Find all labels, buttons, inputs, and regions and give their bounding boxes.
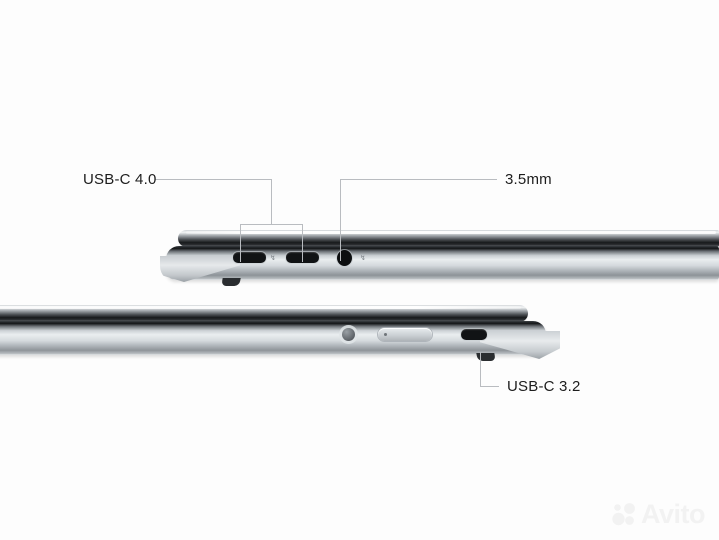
usb-c-port-icon-3 xyxy=(461,329,487,340)
lower-laptop-base xyxy=(0,321,546,355)
annotation-label-usbc32: USB-C 3.2 xyxy=(507,378,581,395)
port-marking-icon-1: ↯ xyxy=(270,255,276,262)
leader-line-usbc32-vertical xyxy=(480,352,481,386)
annotation-label-35mm: 3.5mm xyxy=(505,171,552,188)
avito-logo-icon xyxy=(612,502,635,525)
lower-laptop-lid-highlight xyxy=(0,306,521,309)
upper-laptop-base xyxy=(166,246,719,280)
port-marking-icon-2: ↯ xyxy=(360,255,366,262)
avito-watermark: Avito xyxy=(611,499,706,529)
leader-line-35mm-vertical xyxy=(340,179,341,261)
leader-line-35mm-horizontal xyxy=(340,179,497,180)
slot-control-icon xyxy=(378,328,432,341)
slot-control-indicator-icon xyxy=(384,333,387,336)
usb-c-port-icon-1 xyxy=(233,252,266,263)
leader-bracket-usbc40-top xyxy=(240,224,303,225)
leader-bracket-usbc40-right xyxy=(302,224,303,262)
round-control-icon xyxy=(342,328,355,341)
upper-laptop-rubber-foot xyxy=(221,278,241,286)
lower-laptop xyxy=(0,305,560,369)
avito-watermark-text: Avito xyxy=(641,499,706,529)
leader-line-usbc40-vertical xyxy=(271,179,272,224)
leader-bracket-usbc40-left xyxy=(240,224,241,262)
upper-laptop: ↯ ↯ xyxy=(160,228,719,290)
upper-laptop-lid xyxy=(178,230,719,247)
lower-laptop-lid xyxy=(0,305,528,322)
leader-line-usbc40-horizontal xyxy=(155,179,272,180)
leader-line-usbc32-horizontal xyxy=(480,386,499,387)
annotation-label-usbc40: USB-C 4.0 xyxy=(83,171,157,188)
upper-laptop-lid-highlight xyxy=(186,231,716,234)
